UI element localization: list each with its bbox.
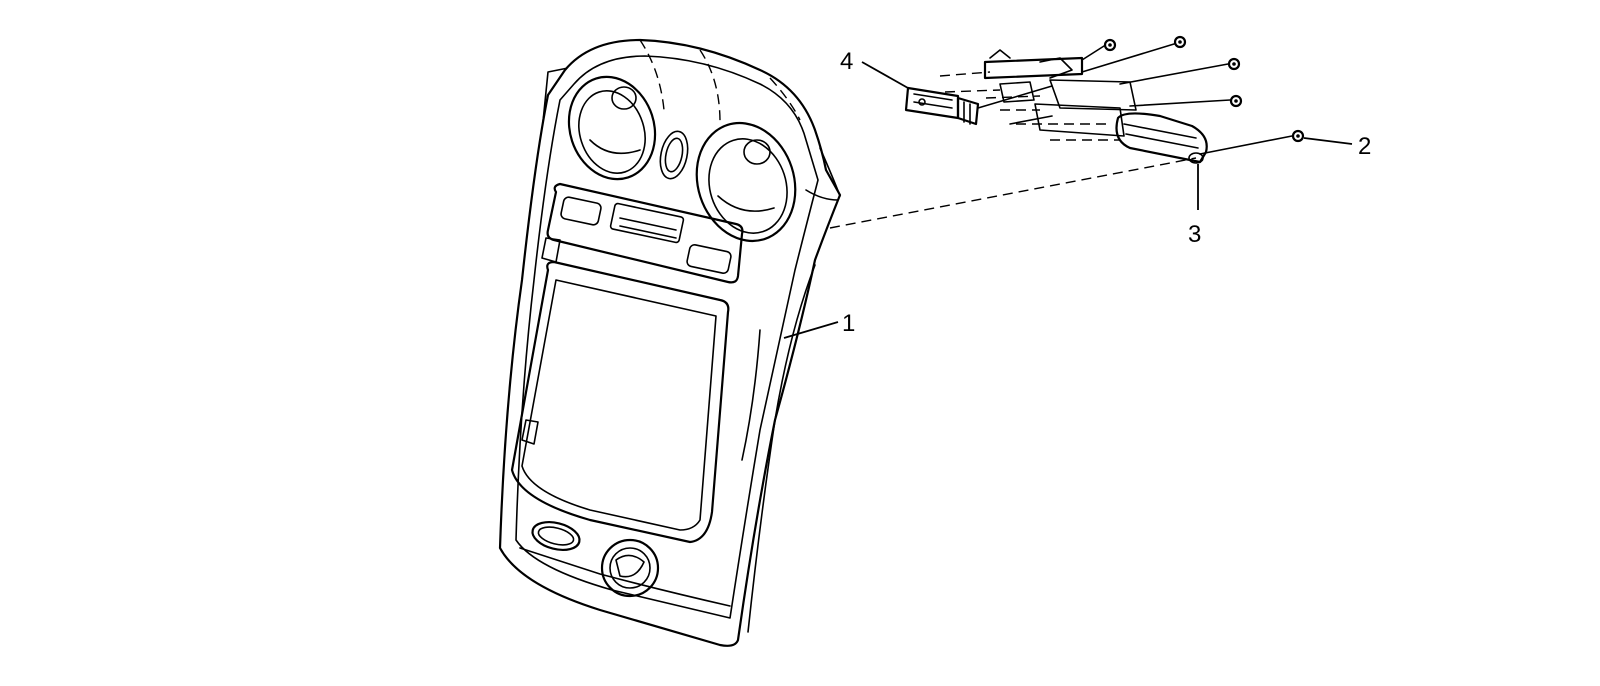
connector-part-4 [904,86,980,126]
screw-icon [1173,35,1187,49]
callout-3-label: 3 [1188,221,1201,248]
callout-4: 4 [840,48,909,89]
alignment-lines [829,43,1293,229]
callout-2-label: 2 [1358,133,1371,160]
screw-icon [1229,94,1243,108]
trim-plate-part-1 [498,38,842,647]
callout-4-label: 4 [840,48,853,75]
callout-1: 1 [783,310,855,339]
screw-fasteners-part-2 [1103,35,1305,143]
callout-3: 3 [1188,164,1201,248]
screw-icon [1103,38,1117,52]
callout-2: 2 [1303,133,1371,160]
callout-1-label: 1 [842,310,855,337]
screw-icon [1227,57,1241,71]
bracket-assembly-part-3 [983,49,1208,164]
screw-icon [1291,129,1305,143]
